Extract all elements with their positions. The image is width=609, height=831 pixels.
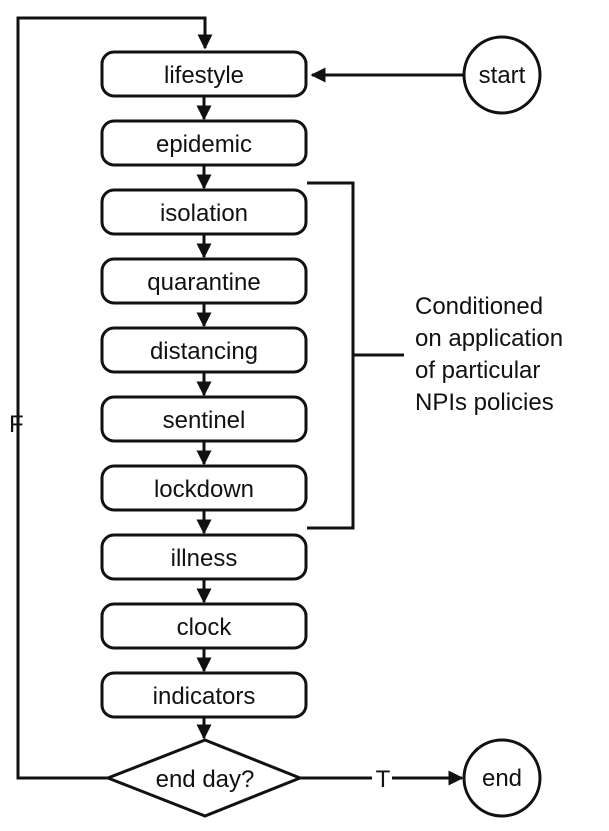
step-label: epidemic: [156, 131, 252, 158]
step-box[interactable]: [100, 188, 308, 236]
npi-bracket: [307, 181, 404, 530]
note-line: of particular: [415, 357, 540, 384]
step-label: distancing: [150, 338, 258, 365]
step-indicators[interactable]: indicators: [100, 671, 308, 719]
step-label: isolation: [160, 200, 248, 227]
step-box[interactable]: [100, 395, 308, 443]
step-sentinel[interactable]: sentinel: [100, 395, 308, 443]
note-line: Conditioned: [415, 293, 543, 320]
step-label: illness: [171, 545, 238, 572]
step-box[interactable]: [100, 257, 308, 305]
step-box[interactable]: [100, 602, 308, 650]
start-label: start: [479, 62, 526, 89]
step-distancing[interactable]: distancing: [100, 326, 308, 374]
step-label: quarantine: [147, 269, 260, 296]
step-label: lockdown: [154, 476, 254, 503]
step-label: indicators: [153, 683, 256, 710]
step-lifestyle[interactable]: lifestyle: [100, 50, 308, 98]
start-node[interactable]: [462, 35, 542, 115]
step-epidemic[interactable]: epidemic: [100, 119, 308, 167]
step-lockdown[interactable]: lockdown: [100, 464, 308, 512]
false-label: F: [9, 411, 24, 438]
false-loop-arrow: [16, 16, 213, 780]
step-clock[interactable]: clock: [100, 602, 308, 650]
step-quarantine[interactable]: quarantine: [100, 257, 308, 305]
step-label: lifestyle: [164, 62, 244, 89]
step-box[interactable]: [100, 50, 308, 98]
step-box[interactable]: [100, 533, 308, 581]
note-line: NPIs policies: [415, 389, 554, 416]
decision-label: end day?: [156, 766, 255, 793]
step-box[interactable]: [100, 464, 308, 512]
step-box[interactable]: [100, 671, 308, 719]
step-label: sentinel: [163, 407, 246, 434]
end-label: end: [482, 765, 522, 792]
npi-note: Conditioned on application of particular…: [415, 293, 563, 416]
end-day-decision[interactable]: [103, 738, 305, 818]
step-illness[interactable]: illness: [100, 533, 308, 581]
step-box[interactable]: [100, 119, 308, 167]
end-node[interactable]: [462, 738, 542, 818]
step-box[interactable]: [100, 326, 308, 374]
step-list: lifestyle epidemic isolation quarantine dist…: [100, 50, 308, 719]
step-isolation[interactable]: isolation: [100, 188, 308, 236]
note-line: on application: [415, 325, 563, 352]
true-label: T: [376, 766, 391, 793]
step-label: clock: [177, 614, 233, 641]
